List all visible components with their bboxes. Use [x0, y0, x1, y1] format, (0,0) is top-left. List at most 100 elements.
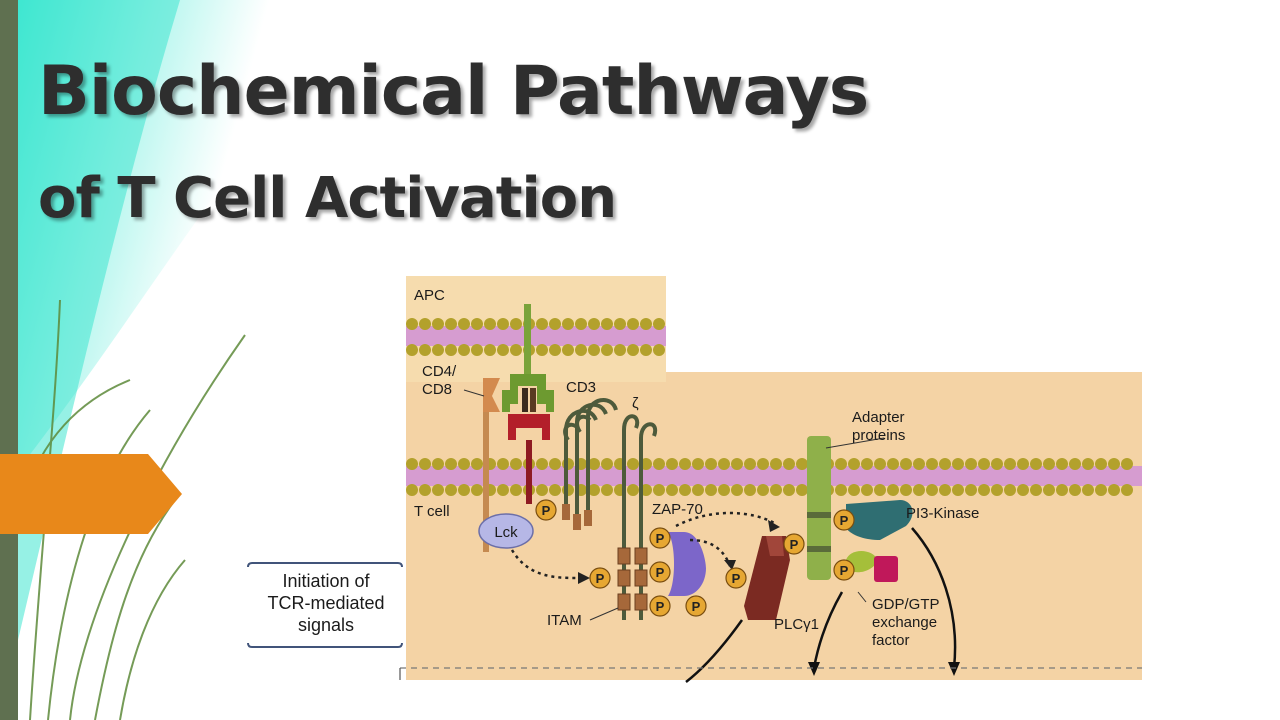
lipid-head [939, 458, 951, 470]
lipid-head [1121, 484, 1133, 496]
lipid-head [419, 458, 431, 470]
lipid-head [653, 344, 665, 356]
lipid-head [913, 484, 925, 496]
zap70-kinase [668, 532, 706, 596]
lipid-head [887, 458, 899, 470]
lipid-head [1030, 484, 1042, 496]
lipid-head [406, 344, 418, 356]
lipid-head [445, 344, 457, 356]
phosphate-circle [535, 499, 557, 521]
plc-gamma1-label: PLCγ1 [774, 616, 819, 633]
phosphate-label: P [656, 531, 665, 546]
lipid-head [965, 484, 977, 496]
itam-label: ITAM [547, 612, 582, 629]
lipid-head [770, 458, 782, 470]
lipid-head [549, 318, 561, 330]
lipid-head [471, 484, 483, 496]
lipid-head [1056, 458, 1068, 470]
lipid-head [601, 344, 613, 356]
lipid-head [692, 458, 704, 470]
cd3-label: CD3 [566, 379, 596, 396]
phosphate-label: P [656, 565, 665, 580]
adapter-label-line2: proteins [852, 427, 905, 444]
lipid-head [653, 318, 665, 330]
lipid-head [614, 318, 626, 330]
gef-label-line3: factor [872, 632, 910, 649]
lipid-head [484, 318, 496, 330]
lipid-head [965, 458, 977, 470]
lipid-head [588, 318, 600, 330]
lipid-head [887, 484, 899, 496]
lipid-head [432, 344, 444, 356]
lipid-head [640, 318, 652, 330]
lipid-head [627, 318, 639, 330]
lipid-head [419, 344, 431, 356]
phosphate-circle [649, 527, 671, 549]
lipid-head [419, 484, 431, 496]
lipid-head [1030, 458, 1042, 470]
downstream-arrows [685, 527, 957, 683]
lipid-head [510, 344, 522, 356]
lipid-head [718, 484, 730, 496]
initiation-bracket [247, 562, 403, 648]
lipid-head [705, 458, 717, 470]
phosphate-label: P [840, 513, 849, 528]
lipid-head [588, 344, 600, 356]
itam-segments [617, 547, 648, 611]
adapter-label-line1: Adapter [852, 409, 905, 426]
lipid-head [952, 458, 964, 470]
lipid-head [1043, 484, 1055, 496]
orange-arrow-shape [0, 454, 182, 534]
lipid-head [991, 484, 1003, 496]
lck-kinase [478, 513, 534, 549]
lipid-head [1043, 458, 1055, 470]
lipid-head [757, 458, 769, 470]
lipid-head [1069, 458, 1081, 470]
lipid-head [1082, 484, 1094, 496]
lipid-head [575, 344, 587, 356]
lipid-head [783, 458, 795, 470]
phosphate-circle [649, 561, 671, 583]
lipid-head [614, 344, 626, 356]
lipid-head [484, 344, 496, 356]
slide-title: Biochemical Pathways [38, 52, 869, 131]
lipid-head [757, 484, 769, 496]
lipid-head [666, 458, 678, 470]
lipid-head [510, 458, 522, 470]
lipid-head [471, 344, 483, 356]
lipid-head [445, 484, 457, 496]
lipid-head [406, 458, 418, 470]
phosphate-label: P [542, 503, 551, 518]
lipid-head [939, 484, 951, 496]
lipid-head [406, 484, 418, 496]
initiation-label-line3: signals [298, 615, 354, 635]
initiation-label-line2: TCR-mediated [267, 593, 384, 613]
lipid-head [783, 484, 795, 496]
lipid-head [1108, 458, 1120, 470]
lipid-head [549, 344, 561, 356]
lipid-head [900, 484, 912, 496]
apc-label: APC [414, 287, 445, 304]
lipid-head [627, 344, 639, 356]
lipid-head [588, 458, 600, 470]
lipid-head [575, 318, 587, 330]
activation-arrows [510, 511, 777, 580]
lipid-head [432, 318, 444, 330]
gdp-gtp-exchange-factor [846, 551, 898, 603]
lipid-head [1017, 458, 1029, 470]
phosphate-circle [833, 559, 855, 581]
pi3-kinase [846, 500, 913, 540]
lipid-head [536, 318, 548, 330]
lipid-head [744, 458, 756, 470]
lipid-head [978, 484, 990, 496]
lipid-head [835, 484, 847, 496]
lipid-head [536, 458, 548, 470]
initiation-label-line1: Initiation of [282, 571, 370, 591]
tcell-label: T cell [414, 503, 450, 520]
lipid-head [770, 484, 782, 496]
lipid-head [432, 484, 444, 496]
lipid-head [458, 458, 470, 470]
lipid-head [588, 484, 600, 496]
lipid-head [874, 458, 886, 470]
cd4-label-line2: CD8 [422, 381, 452, 398]
